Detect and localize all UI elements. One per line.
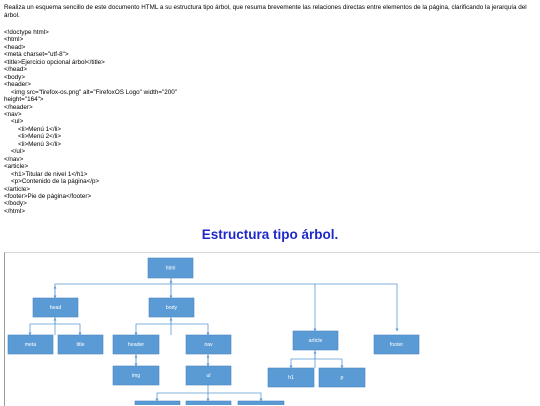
node-li-3 bbox=[237, 400, 285, 405]
code-line: <p>Contenido de la página</p> bbox=[4, 178, 100, 186]
node-p: p bbox=[318, 367, 366, 388]
svg-text:meta: meta bbox=[25, 342, 37, 348]
code-line: <html> bbox=[4, 36, 24, 44]
code-line: <li>Menú 1</li> bbox=[4, 125, 62, 133]
code-line: <ul> bbox=[4, 118, 24, 126]
edge-html-head bbox=[53, 278, 172, 299]
code-line: <meta charset="utf-8"> bbox=[4, 51, 69, 59]
node-li-1 bbox=[134, 400, 181, 405]
code-line: </head> bbox=[4, 66, 28, 74]
edge-body-nav bbox=[171, 323, 210, 336]
code-line: height="164"> bbox=[4, 96, 44, 104]
code-line: </header> bbox=[4, 103, 33, 111]
svg-text:p: p bbox=[341, 375, 344, 381]
node-title: title bbox=[57, 334, 104, 355]
edge-head-title bbox=[55, 323, 82, 336]
svg-text:html: html bbox=[166, 265, 176, 271]
node-head: head bbox=[32, 297, 79, 318]
node-footer: footer bbox=[373, 334, 420, 355]
code-line: </body> bbox=[4, 200, 27, 208]
code-line: <li>Menú 3</li> bbox=[4, 140, 62, 148]
svg-text:nav: nav bbox=[204, 342, 213, 348]
svg-text:footer: footer bbox=[390, 342, 404, 348]
edge-body-header bbox=[134, 317, 172, 336]
svg-text:header: header bbox=[128, 342, 144, 348]
edge-html-footer bbox=[315, 283, 399, 332]
node-img: img bbox=[112, 365, 160, 386]
code-line: <body> bbox=[4, 73, 26, 81]
edge-ul-li bbox=[155, 385, 209, 402]
edges bbox=[28, 278, 399, 402]
code-line: </article> bbox=[4, 185, 30, 193]
node-header: header bbox=[112, 334, 160, 355]
svg-text:h1: h1 bbox=[288, 375, 294, 381]
svg-text:head: head bbox=[50, 305, 62, 311]
node-nav: nav bbox=[185, 334, 232, 355]
code-line: <img src="firefox-os.png" alt="FirefoxOS… bbox=[4, 88, 178, 96]
html-code-listing: <!doctype html><html><head><meta charset… bbox=[4, 29, 304, 215]
svg-text:ul: ul bbox=[206, 373, 210, 379]
edge-ul-li3 bbox=[208, 392, 263, 402]
node-li-2 bbox=[185, 400, 232, 405]
node-h1: h1 bbox=[267, 367, 315, 388]
instructions-paragraph: Realiza un esquema sencillo de este docu… bbox=[4, 4, 527, 20]
code-line: <nav> bbox=[4, 110, 22, 118]
node-html: html bbox=[147, 257, 194, 279]
code-line: </ul> bbox=[4, 148, 26, 156]
code-line: <li>Menú 2</li> bbox=[4, 133, 62, 141]
edge-article-h1 bbox=[289, 350, 316, 369]
code-line: <h1>Titular de nivel 1</h1> bbox=[4, 170, 88, 178]
code-line: <footer>Pie de página</footer> bbox=[4, 192, 92, 200]
code-line: </html> bbox=[4, 207, 25, 215]
node-article: article bbox=[292, 330, 339, 351]
code-line: </nav> bbox=[4, 155, 24, 163]
code-line: <header> bbox=[4, 81, 31, 89]
svg-text:article: article bbox=[309, 338, 323, 344]
edge-head-children bbox=[28, 317, 56, 336]
edge-article-p bbox=[315, 358, 344, 369]
svg-text:img: img bbox=[132, 373, 140, 379]
node-body: body bbox=[148, 297, 195, 318]
node-meta: meta bbox=[7, 334, 54, 355]
diagram-frame bbox=[4, 252, 540, 406]
svg-text:title: title bbox=[76, 342, 84, 348]
diagram-title: Estructura tipo árbol. bbox=[201, 227, 339, 242]
code-line: <head> bbox=[4, 43, 26, 51]
code-line: <!doctype html> bbox=[4, 29, 49, 36]
node-ul: ul bbox=[185, 365, 232, 386]
code-line: <article> bbox=[4, 163, 29, 171]
code-line: <title>Ejercicio opcional árbol</title> bbox=[4, 58, 105, 66]
svg-text:body: body bbox=[166, 305, 178, 311]
